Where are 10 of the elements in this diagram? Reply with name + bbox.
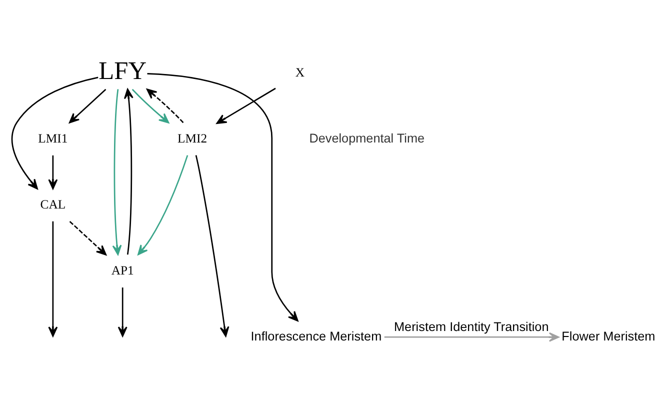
label: Developmental Time <box>309 130 425 145</box>
node-text: Flower Meristem <box>562 328 656 343</box>
node-text: LFY <box>98 56 147 85</box>
node-text: AP1 <box>111 262 134 277</box>
node-text: LMI1 <box>38 130 68 145</box>
edge-label: Meristem Identity Transition <box>394 319 549 334</box>
node-text: CAL <box>40 196 66 211</box>
node-text: Inflorescence Meristem <box>250 328 382 343</box>
node-text: LMI2 <box>178 130 208 145</box>
node-text: X <box>295 64 305 79</box>
